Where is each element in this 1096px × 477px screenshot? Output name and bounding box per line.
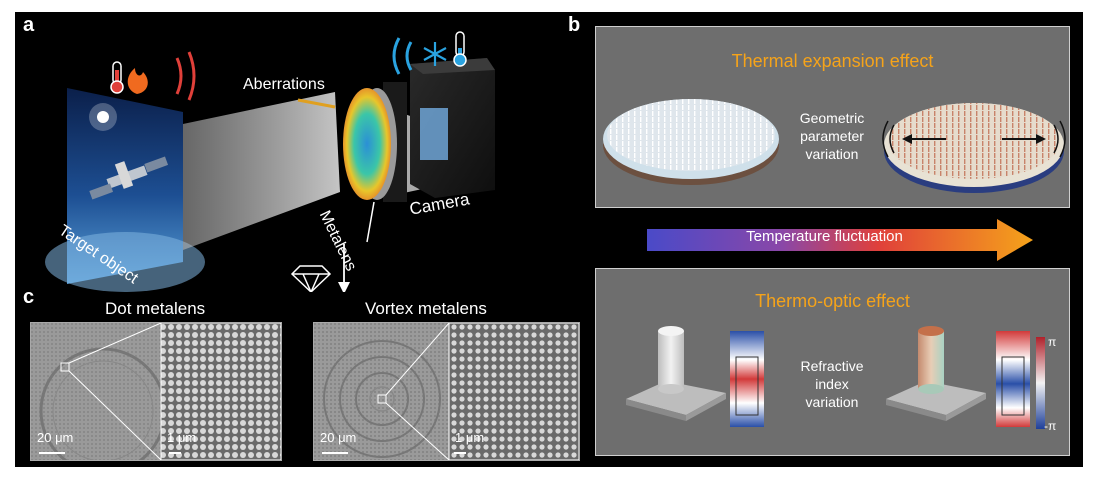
metasurface-disk-normal	[603, 99, 779, 185]
down-arrow-icon	[338, 244, 350, 292]
vortex-metalens-sem	[313, 322, 580, 461]
thermal-expansion-box: Thermal expansion effect	[595, 26, 1070, 208]
metasurface-disk-expanded	[884, 103, 1064, 193]
nanopillar-cold	[626, 326, 726, 421]
geometric-variation-text: Geometric parameter variation	[782, 109, 882, 163]
refractive-variation-text: Refractive index variation	[786, 357, 878, 411]
panel-b-letter: b	[568, 14, 581, 36]
thermometer-cold-icon	[453, 31, 467, 67]
vortex-scale-20um: 20 μm	[320, 430, 357, 445]
light-beam-in	[183, 92, 340, 250]
panel-c-letter: c	[23, 286, 35, 308]
aberrations-label: Aberrations	[243, 76, 325, 93]
geometric-line3: variation	[805, 146, 859, 162]
dot-metalens-sem	[30, 322, 282, 461]
thermo-optic-title: Thermo-optic effect	[755, 291, 910, 311]
figure-canvas: a	[15, 12, 1083, 467]
heat-wave-icon	[175, 57, 183, 95]
thermal-expansion-title: Thermal expansion effect	[731, 51, 934, 71]
camera-body	[383, 58, 495, 202]
refractive-line3: variation	[805, 394, 859, 410]
colorbar-min-label: -π	[1044, 419, 1057, 433]
panel-a-illustration	[45, 31, 495, 292]
vortex-metalens-title: Vortex metalens	[365, 299, 487, 318]
snowflake-icon	[423, 42, 447, 66]
cold-wave-icon	[392, 37, 401, 75]
cold-wave-icon	[405, 41, 413, 71]
dot-scale-1um: 1 μm	[167, 430, 197, 445]
diamond-icon	[290, 265, 332, 292]
panel-a-letter: a	[23, 14, 35, 36]
refractive-line2: index	[815, 376, 849, 392]
temperature-arrow	[647, 219, 1033, 261]
aberrations-pointer	[297, 98, 336, 109]
dot-scale-20um: 20 μm	[37, 430, 74, 445]
geometric-line1: Geometric	[799, 110, 865, 126]
target-object-image	[45, 88, 205, 292]
thermometer-hot-icon	[110, 61, 124, 94]
vortex-scale-1um: 1 μm	[455, 430, 485, 445]
nanopillar-hot	[886, 326, 986, 421]
metalens-disk	[343, 88, 397, 200]
dot-metalens-title: Dot metalens	[105, 299, 206, 318]
thermo-optic-box: Thermo-optic effect	[595, 268, 1070, 456]
geometric-line2: parameter	[800, 128, 864, 144]
expansion-arrows	[882, 120, 1066, 158]
phase-colorbar	[1036, 337, 1045, 429]
heat-wave-icon	[187, 51, 196, 101]
field-map-hot	[996, 331, 1030, 427]
refractive-line1: Refractive	[800, 358, 864, 374]
flame-icon	[127, 68, 148, 94]
field-map-cold	[730, 331, 764, 427]
colorbar-max-label: π	[1048, 335, 1057, 349]
temperature-fluctuation-label: Temperature fluctuation	[746, 228, 903, 245]
metalens-pointer	[366, 201, 375, 243]
